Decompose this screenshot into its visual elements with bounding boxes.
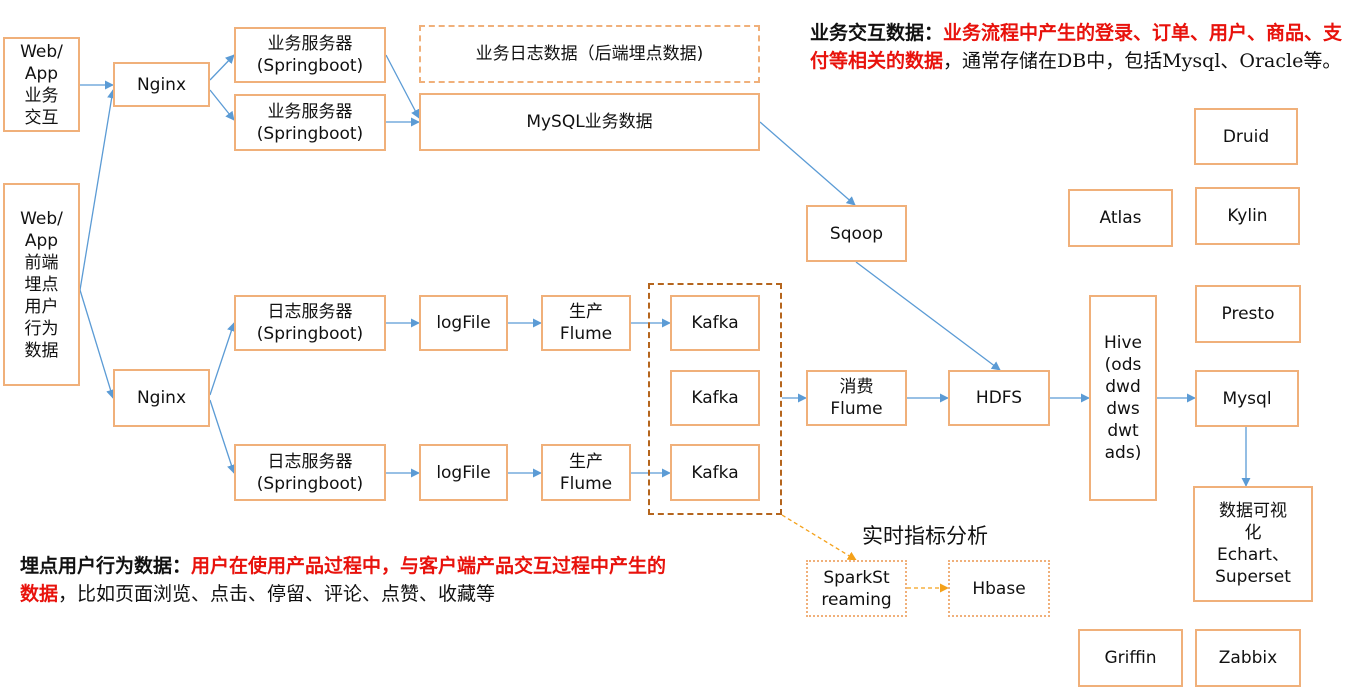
griffin-box: Griffin xyxy=(1078,629,1183,687)
hdfs-box: HDFS xyxy=(948,370,1050,426)
tracking-note-label: 埋点用户行为数据： xyxy=(20,555,192,577)
tracking-note-rest: ，比如页面浏览、点击、停留、评论、点赞、收藏等 xyxy=(58,583,496,605)
kafka-2-box: Kafka xyxy=(670,370,760,426)
biz-server-2-box: 业务服务器 (Springboot) xyxy=(234,94,386,151)
nginx-bottom-box: Nginx xyxy=(113,369,210,427)
realtime-heading: 实时指标分析 xyxy=(862,524,988,548)
flume-consumer-box: 消费 Flume xyxy=(806,370,907,426)
arrow-nginx-to-log2 xyxy=(209,399,236,474)
business-note-rest: ，通常存储在DB中，包括Mysql、Oracle等。 xyxy=(943,50,1342,72)
tracking-data-note: 埋点用户行为数据：用户在使用产品过程中，与客户端产品交互过程中产生的数据，比如页… xyxy=(20,552,680,608)
arrow-mysql-to-sqoop xyxy=(759,121,856,206)
visualization-box: 数据可视 化 Echart、 Superset xyxy=(1193,486,1313,602)
arrow-tracking-to-nginx-top xyxy=(79,89,117,291)
web-app-tracking-box: Web/ App 前端 埋点 用户 行为 数据 xyxy=(3,183,80,386)
arrow-nginx-to-biz2 xyxy=(209,89,235,121)
spark-streaming-box: SparkSt reaming xyxy=(806,560,907,617)
mysql-business-box: MySQL业务数据 xyxy=(419,93,760,151)
sqoop-box: Sqoop xyxy=(806,205,907,262)
hive-box: Hive (ods dwd dws dwt ads) xyxy=(1089,295,1157,501)
backend-tracking-box: 业务日志数据（后端埋点数据) xyxy=(419,25,760,83)
kafka-1-box: Kafka xyxy=(670,295,760,351)
business-note-highlight: 业务流程中产生的登录、订单、用户、商品、支付等相关的数据 xyxy=(810,22,1343,72)
arrow-tracking-to-nginx-bottom xyxy=(79,289,115,399)
zabbix-box: Zabbix xyxy=(1195,629,1301,687)
hbase-box: Hbase xyxy=(948,560,1050,617)
presto-box: Presto xyxy=(1195,285,1301,343)
arrow-nginx-to-log1 xyxy=(209,322,236,396)
kafka-cluster-group xyxy=(648,283,782,515)
log-server-1-box: 日志服务器 (Springboot) xyxy=(234,295,386,351)
mysql-output-box: Mysql xyxy=(1195,370,1299,427)
nginx-top-box: Nginx xyxy=(113,62,210,107)
business-data-note: 业务交互数据：业务流程中产生的登录、订单、用户、商品、支付等相关的数据，通常存储… xyxy=(810,19,1350,75)
tracking-note-highlight: 用户在使用产品过程中，与客户端产品交互过程中产生的数据 xyxy=(20,555,667,605)
arrow-sqoop-to-hdfs xyxy=(855,261,1001,371)
log-server-2-box: 日志服务器 (Springboot) xyxy=(234,444,386,501)
druid-box: Druid xyxy=(1194,108,1298,165)
biz-server-1-box: 业务服务器 (Springboot) xyxy=(234,27,386,83)
kylin-box: Kylin xyxy=(1195,187,1300,245)
logfile-2-box: logFile xyxy=(419,444,508,501)
web-app-interaction-box: Web/ App 业务 交互 xyxy=(3,37,80,132)
arrow-kafka-to-spark xyxy=(781,514,857,561)
arrow-nginx-to-biz1 xyxy=(209,54,235,81)
kafka-3-box: Kafka xyxy=(670,444,760,501)
flume-producer-1-box: 生产 Flume xyxy=(541,295,631,351)
business-note-label: 业务交互数据： xyxy=(810,22,944,44)
atlas-box: Atlas xyxy=(1068,189,1173,247)
flume-producer-2-box: 生产 Flume xyxy=(541,444,631,501)
arrow-biz1-to-mysql xyxy=(385,54,420,119)
logfile-1-box: logFile xyxy=(419,295,508,351)
